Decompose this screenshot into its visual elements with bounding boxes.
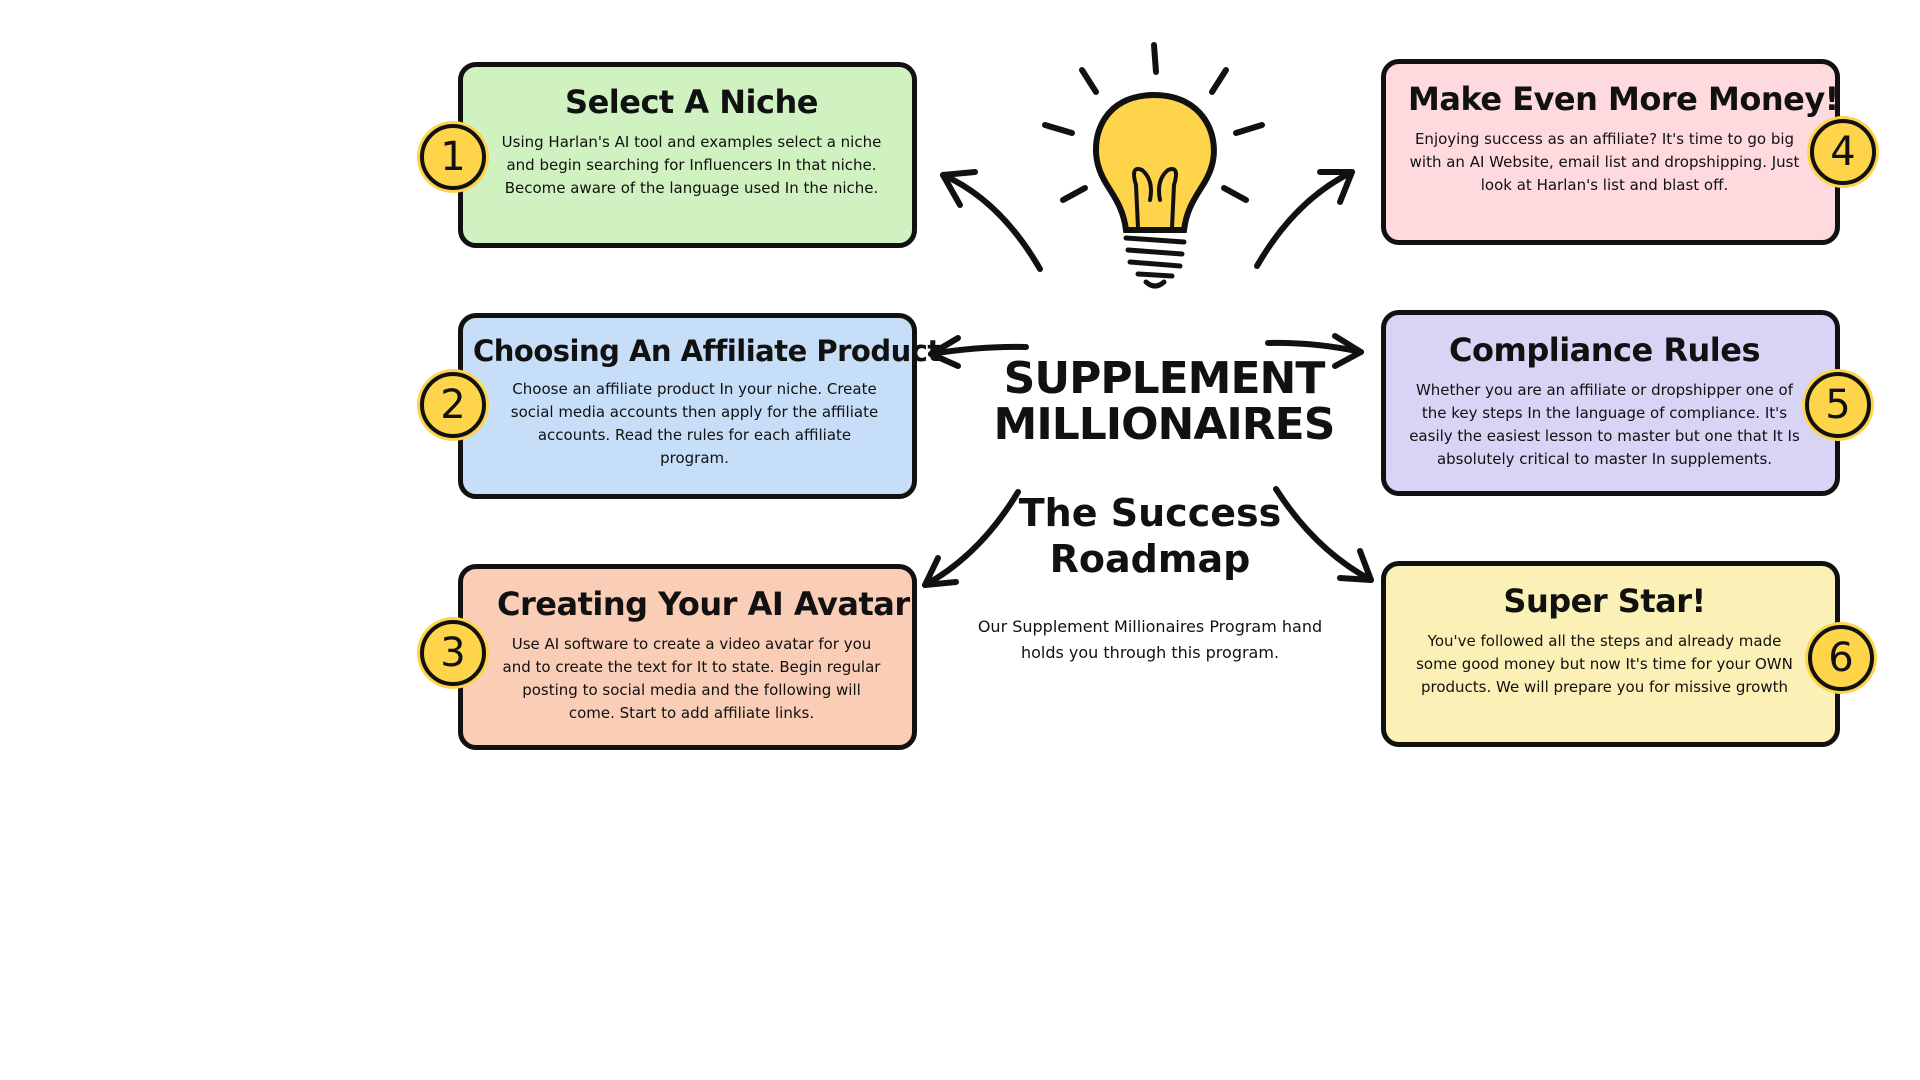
step-number-badge-2: 2	[420, 372, 486, 438]
step-description: Enjoying success as an affiliate? It's t…	[1409, 130, 1800, 194]
subtitle-line-1: The Success	[1018, 491, 1282, 535]
step-title: Creating Your AI Avatar	[497, 585, 910, 623]
step-card-2: Choosing An Affiliate Product Choose an …	[458, 313, 941, 499]
step-description: Use AI software to create a video avatar…	[502, 635, 881, 722]
step-number-badge-4: 4	[1810, 119, 1876, 185]
step-description: Using Harlan's AI tool and examples sele…	[501, 133, 882, 197]
lightbulb-icon	[1042, 42, 1265, 289]
step-title: Compliance Rules	[1449, 331, 1760, 369]
step-card-5: Compliance Rules Whether you are an affi…	[1381, 310, 1840, 496]
step-description: Whether you are an affiliate or dropship…	[1409, 381, 1800, 468]
step-card-1: Select A Niche Using Harlan's AI tool an…	[458, 62, 917, 248]
step-title: Choosing An Affiliate Product	[473, 334, 941, 368]
step-number-badge-1: 1	[420, 124, 486, 190]
main-title-line-1: SUPPLEMENT	[1003, 353, 1326, 404]
step-title: Select A Niche	[565, 83, 818, 121]
step-title: Make Even More Money!	[1408, 80, 1839, 118]
step-description: Choose an affiliate product In your nich…	[510, 380, 879, 467]
main-title: SUPPLEMENT MILLIONAIRES	[964, 356, 1364, 448]
arrow-to-step-1	[940, 169, 1043, 272]
caption: Our Supplement Millionaires Program hand…	[977, 617, 1323, 662]
arrow-to-step-3	[922, 489, 1021, 588]
step-card-6: Super Star! You've followed all the step…	[1381, 561, 1840, 747]
step-number-badge-6: 6	[1808, 625, 1874, 691]
arrow-to-step-6	[1273, 486, 1374, 583]
subtitle-line-2: Roadmap	[1049, 537, 1251, 581]
arrow-to-step-4	[1254, 169, 1355, 269]
step-number-badge-5: 5	[1805, 372, 1871, 438]
step-number-badge-3: 3	[420, 620, 486, 686]
step-description: You've followed all the steps and alread…	[1416, 632, 1793, 696]
step-card-3: Creating Your AI Avatar Use AI software …	[458, 564, 917, 750]
step-card-4: Make Even More Money! Enjoying success a…	[1381, 59, 1840, 245]
main-title-line-2: MILLIONAIRES	[993, 399, 1336, 450]
step-title: Super Star!	[1503, 582, 1706, 620]
subtitle: The Success Roadmap	[980, 490, 1320, 582]
arrow-to-step-2	[928, 335, 1029, 369]
arrow-to-step-5	[1265, 333, 1364, 369]
